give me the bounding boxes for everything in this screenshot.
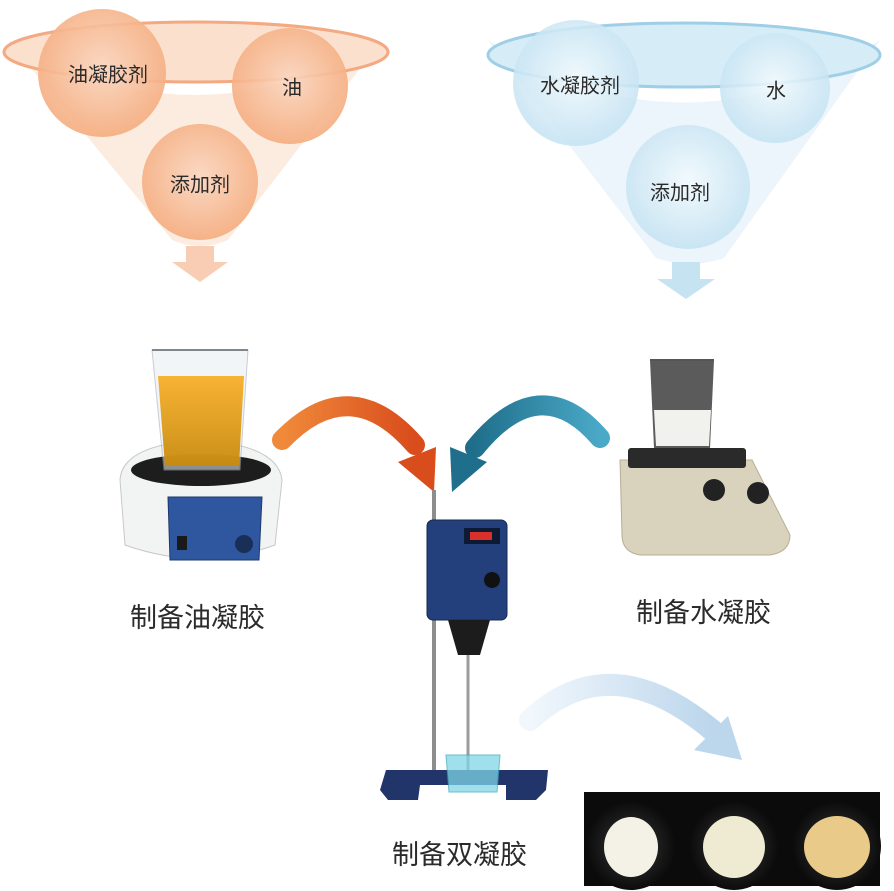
water-funnel [486,20,882,299]
oil-down-arrow-icon [172,246,228,282]
oil-gelator-circle [38,9,166,137]
orange-curved-arrow [272,396,436,492]
oil-additive-label: 添加剂 [170,172,230,197]
water-gelator-circle [513,20,639,146]
hot-plate-stirrer-icon [619,359,791,556]
magnetic-stirrer-icon [119,349,283,561]
pale-curved-arrow [519,673,742,760]
water-base-label: 水 [766,78,786,103]
water-gelator-label: 水凝胶剂 [540,73,620,98]
prepare-oleogel-label: 制备油凝胶 [130,603,265,634]
water-base-circle [720,33,830,143]
teal-curved-arrow [450,395,610,492]
prepare-bigel-label: 制备双凝胶 [392,840,527,871]
speed-knob [747,482,769,504]
overhead-stirrer-icon [380,490,548,800]
oil-funnel [2,9,390,282]
heat-knob [703,479,725,501]
oil-additive-circle [142,124,258,240]
stirrer-knob [235,535,253,553]
water-additive-circle [626,125,750,249]
water-down-arrow-icon [657,262,715,299]
oil-gelator-label: 油凝胶剂 [68,62,148,87]
oil-base-label: 油 [282,75,302,100]
bigel-samples-photo [584,792,881,890]
prepare-hydrogel-label: 制备水凝胶 [636,598,771,629]
oil-base-circle [232,28,348,144]
water-additive-label: 添加剂 [650,180,710,205]
